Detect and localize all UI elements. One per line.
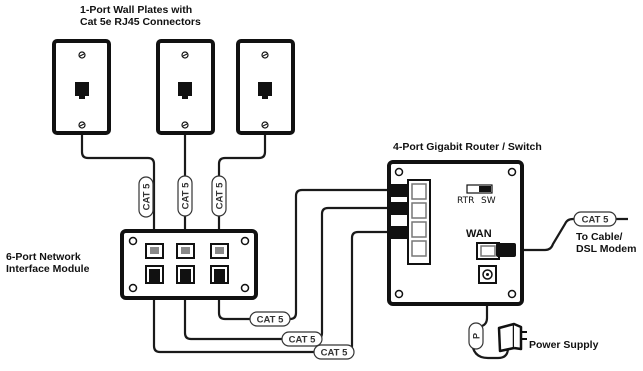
wall-plates — [52, 39, 295, 135]
rj45-jack-icon — [258, 82, 272, 96]
router-switch: RTR SW WAN — [387, 160, 524, 306]
screw-icon — [507, 289, 517, 299]
module-bottom-jacks — [145, 265, 229, 284]
wall-plate-1 — [52, 39, 111, 135]
module-title-line1: 6-Port Network — [6, 251, 81, 263]
cable-tag-label: CAT 5 — [142, 183, 153, 210]
cable-plate-3-to-module — [217, 133, 267, 244]
screw-icon — [240, 283, 250, 293]
router-lan-ports — [407, 179, 431, 265]
cable-tag-label: CAT 5 — [181, 182, 192, 209]
power-plug-label: P — [472, 333, 482, 339]
cable-tag-label: CAT 5 — [257, 315, 284, 326]
cable-tag-horizontal-3: CAT 5 — [313, 344, 355, 360]
cable-wan-to-modem — [515, 217, 628, 252]
modem-label-line2: DSL Modem — [576, 243, 636, 255]
router-lan-plugs — [388, 184, 408, 239]
power-supply-label: Power Supply — [529, 339, 599, 351]
module-title-line2: Interface Module — [6, 263, 90, 275]
cable-tag-horizontal-2: CAT 5 — [281, 331, 323, 347]
power-adapter-icon — [497, 322, 527, 353]
cable-tag-horizontal-1: CAT 5 — [249, 311, 291, 327]
screw-icon — [394, 167, 404, 177]
toggle-switch-icon — [466, 184, 493, 194]
cable-tag-label: CAT 5 — [289, 335, 316, 346]
cable-plate-1-to-module — [80, 133, 156, 244]
horizontal-cable-tags: CAT 5 CAT 5 CAT 5 CAT 5 — [249, 211, 617, 360]
cable-tag-modem: CAT 5 — [573, 211, 617, 227]
wall-plates-title-line1: 1-Port Wall Plates with — [80, 4, 192, 16]
wall-plates-title-line2: Cat 5e RJ45 Connectors — [80, 16, 201, 28]
rj45-jack-icon — [178, 82, 192, 96]
network-interface-module — [120, 229, 258, 300]
sw-label: SW — [481, 196, 496, 206]
cable-module-to-router-1 — [217, 188, 388, 321]
cable-tag-vertical-2: CAT 5 — [177, 175, 193, 217]
cable-tag-label: CAT 5 — [582, 215, 609, 226]
screw-icon — [240, 236, 250, 246]
screw-icon — [128, 236, 138, 246]
wan-label: WAN — [466, 228, 492, 240]
cable-tag-label: CAT 5 — [321, 348, 348, 359]
vertical-cable-tags: CAT 5 CAT 5 CAT 5 — [138, 175, 227, 218]
module-top-jacks — [145, 243, 229, 259]
rtr-label: RTR — [457, 196, 474, 206]
rj45-jack-icon — [75, 82, 89, 96]
power-plug-tag: P — [468, 322, 484, 350]
wall-plate-2 — [156, 39, 215, 135]
screw-icon — [507, 167, 517, 177]
cable-tag-vertical-3: CAT 5 — [211, 175, 227, 217]
wan-plug — [496, 243, 516, 257]
cable-tag-label: CAT 5 — [215, 182, 226, 209]
wall-plate-3 — [236, 39, 295, 135]
modem-label-line1: To Cable/ — [576, 231, 623, 243]
screw-icon — [128, 283, 138, 293]
labels: 1-Port Wall Plates with Cat 5e RJ45 Conn… — [6, 4, 636, 351]
screw-icon — [394, 289, 404, 299]
router-title: 4-Port Gigabit Router / Switch — [393, 141, 542, 153]
power-supply: P — [468, 322, 527, 353]
cable-tag-vertical-1: CAT 5 — [138, 176, 154, 218]
